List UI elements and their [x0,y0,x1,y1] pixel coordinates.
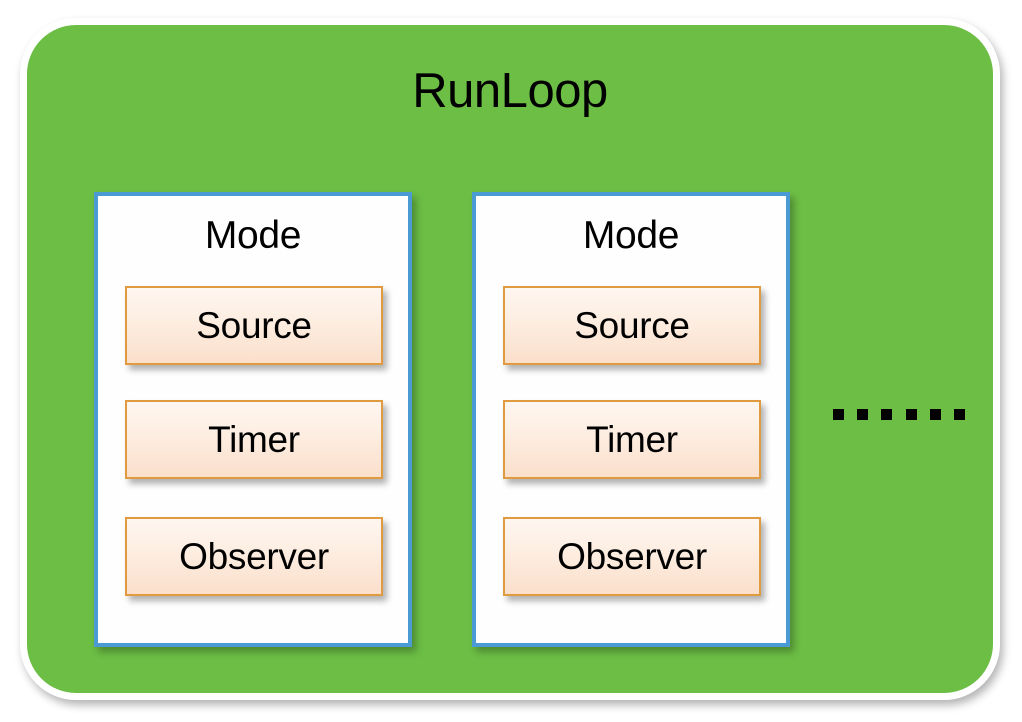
item-label: Timer [586,418,678,460]
mode-2-item-source: Source [503,286,761,365]
item-label: Observer [557,535,707,577]
mode-box-1: Mode Source Timer Observer [94,192,412,647]
ellipsis-dot [953,408,965,420]
mode-2-item-observer: Observer [503,517,761,596]
mode-2-item-timer: Timer [503,400,761,479]
mode-1-item-source: Source [125,286,383,365]
item-label: Observer [179,535,329,577]
mode-title: Mode [204,214,302,257]
ellipsis-dot [905,408,917,420]
runloop-panel: RunLoop Mode Source Timer Observer Mode … [20,18,1000,700]
ellipsis-dot [833,408,844,420]
ellipsis-dot [881,408,893,420]
mode-1-item-timer: Timer [125,400,383,479]
item-label: Timer [208,418,300,460]
ellipsis-dots [833,401,965,427]
mode-box-2: Mode Source Timer Observer [472,192,790,647]
mode-title: Mode [582,214,680,257]
item-label: Source [196,304,312,346]
item-label: Source [574,304,690,346]
ellipsis-dot [929,408,941,420]
ellipsis-dot [857,408,869,420]
runloop-title: RunLoop [412,64,608,118]
mode-1-item-observer: Observer [125,517,383,596]
